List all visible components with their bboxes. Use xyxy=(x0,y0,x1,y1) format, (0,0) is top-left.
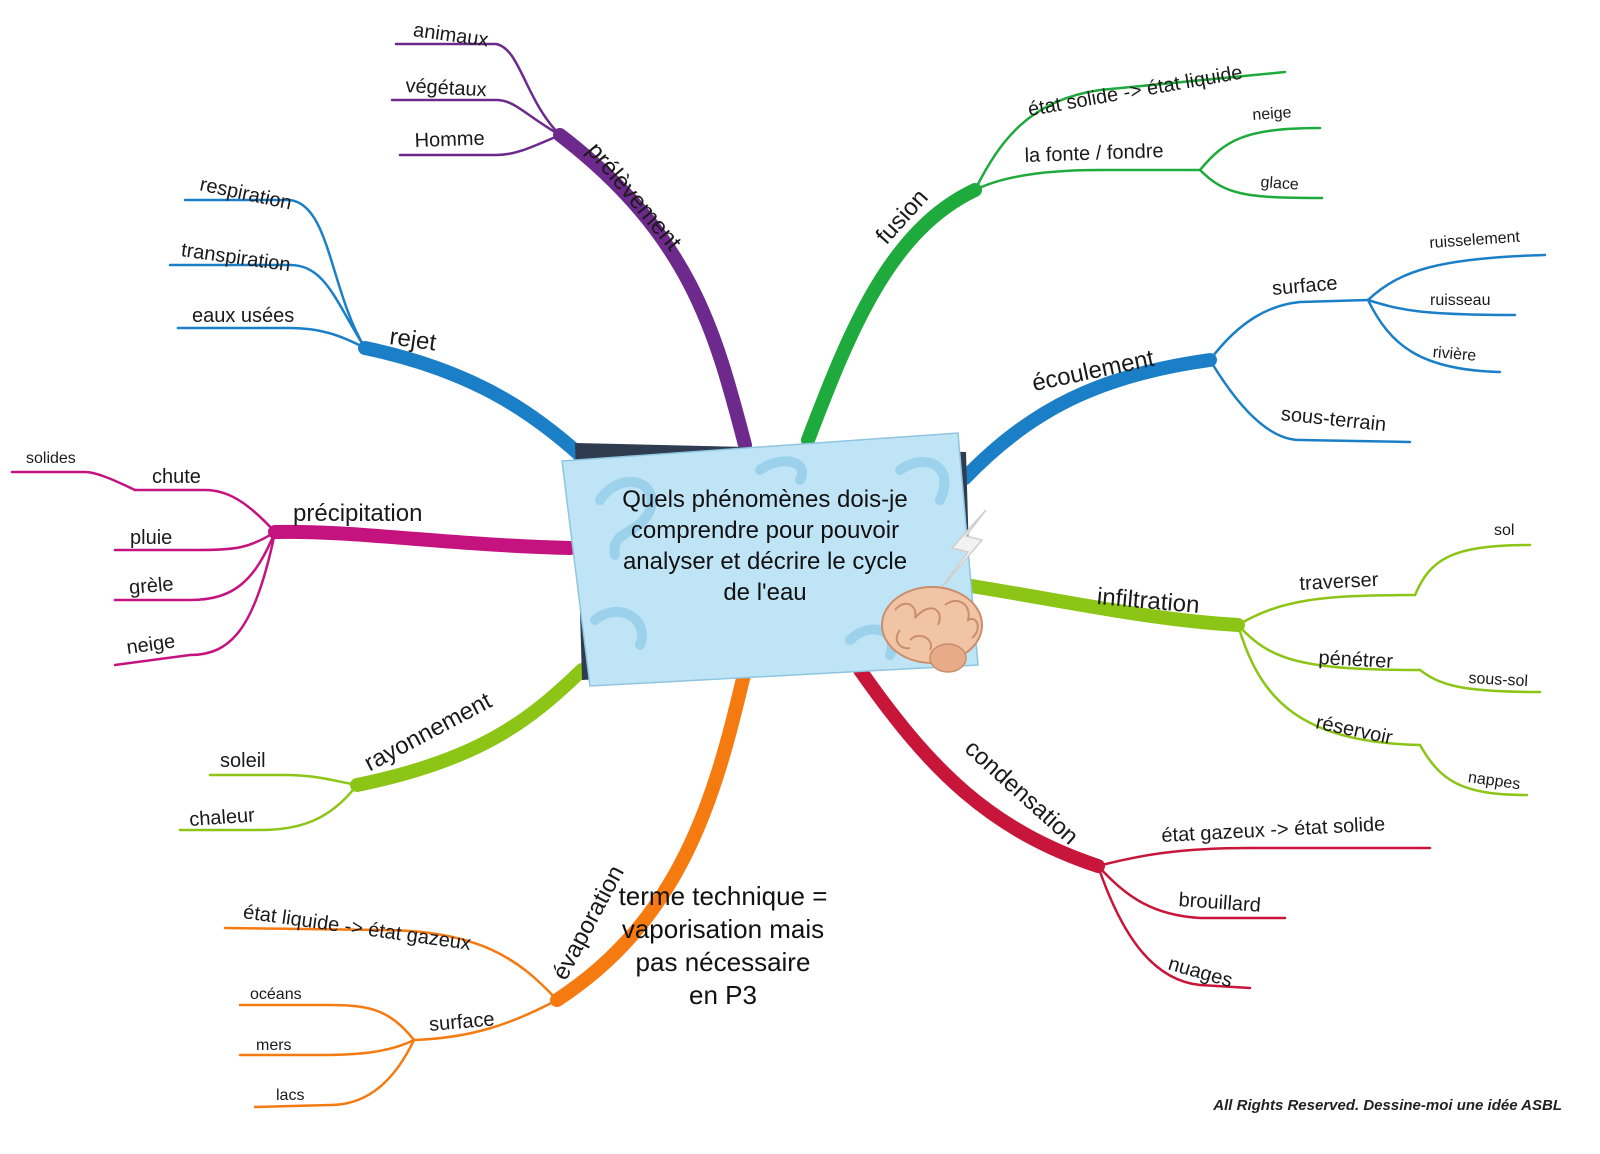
branch-condensation-lines xyxy=(853,663,1432,990)
branch-label-rejet: rejet xyxy=(387,323,438,357)
central-topic: Quels phénomènes dois-je comprendre pour… xyxy=(622,486,908,606)
node-eaux-usees: eaux usées xyxy=(192,305,295,327)
node-lacs: lacs xyxy=(276,1087,305,1104)
node-brouillard: brouillard xyxy=(1177,889,1262,917)
node-sol: sol xyxy=(1494,522,1515,539)
node-neige-fusion: neige xyxy=(1251,104,1293,124)
evaporation-note: terme technique = vaporisation mais pas … xyxy=(618,881,828,1010)
branch-prelevement-lines xyxy=(390,42,752,452)
node-sous-sol: sous-sol xyxy=(1468,670,1529,691)
node-traverser: traverser xyxy=(1298,568,1379,595)
node-solides: solides xyxy=(26,450,76,467)
node-mers: mers xyxy=(256,1037,292,1054)
node-pluie: pluie xyxy=(130,527,173,549)
branch-ecoulement-lines xyxy=(958,253,1547,485)
branch-rejet-lines xyxy=(168,198,587,462)
node-surface-ecoul: surface xyxy=(1271,272,1339,300)
branch-rayonnement-lines xyxy=(178,663,589,832)
node-chute: chute xyxy=(152,466,201,488)
branch-evaporation-lines xyxy=(223,663,752,1109)
credits-text: All Rights Reserved. Dessine-moi une idé… xyxy=(1213,1097,1562,1114)
node-chaleur: chaleur xyxy=(188,804,256,831)
node-la-fonte: la fonte / fondre xyxy=(1024,140,1164,167)
node-surface-evap: surface xyxy=(428,1008,496,1036)
node-vegetaux: végétaux xyxy=(404,75,488,102)
branch-fusion-lines xyxy=(801,70,1324,447)
node-oceans: océans xyxy=(250,986,302,1003)
brain-icon xyxy=(881,586,983,673)
branch-precipitation-lines xyxy=(10,470,577,667)
node-soleil: soleil xyxy=(220,750,266,772)
node-ruisseau: ruisseau xyxy=(1430,292,1491,309)
node-grele: grèle xyxy=(128,573,175,599)
branch-infiltration-lines xyxy=(958,543,1542,797)
node-glace: glace xyxy=(1260,174,1300,194)
central-card xyxy=(561,432,979,687)
node-homme: Homme xyxy=(414,127,486,152)
branch-label-precipitation: précipitation xyxy=(293,500,423,527)
node-penetrer: pénétrer xyxy=(1317,647,1394,673)
